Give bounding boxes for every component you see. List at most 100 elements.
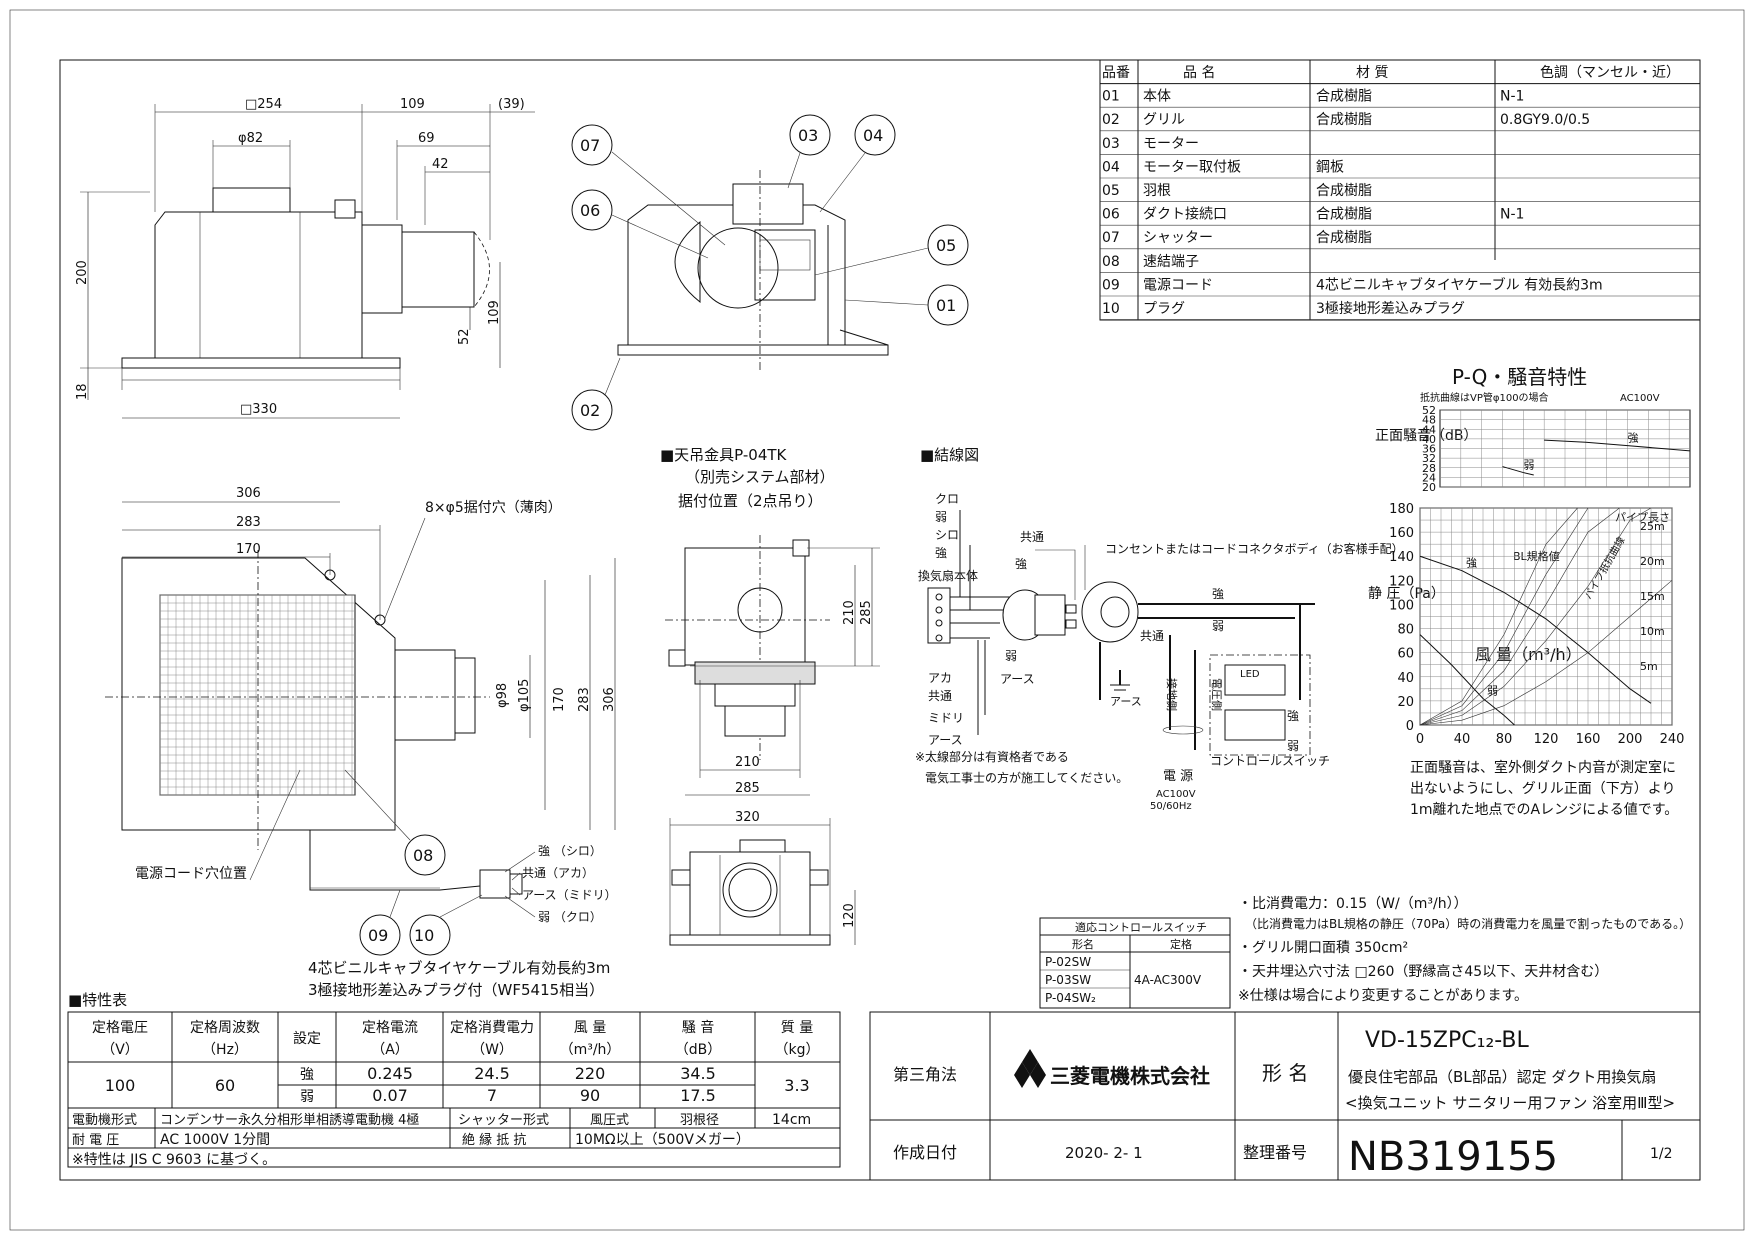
switch-rating: 4A-AC300V [1134, 973, 1202, 987]
pq-pipe-length: 15m [1640, 590, 1665, 603]
dim-109v: 109 [487, 300, 502, 325]
parts-cell: N-1 [1500, 89, 1524, 105]
callout-09-label: 09 [368, 926, 388, 945]
dim-306: 306 [236, 486, 261, 501]
spec-header-unit: （dB） [675, 1042, 722, 1058]
callout-08 [404, 834, 446, 876]
spec-motor-value: コンデンサー永久分相形単相誘導電動機 4極 [160, 1112, 419, 1128]
spec-current: 0.07 [372, 1086, 408, 1105]
spec-frequency: 60 [215, 1076, 235, 1095]
parts-cell: 合成樹脂 [1316, 112, 1372, 128]
wire-earth-3: アース [1110, 695, 1142, 708]
parts-cell: 合成樹脂 [1316, 207, 1372, 223]
parts-cell: 4芯ビニルキャブタイヤケーブル 有効長約3m [1316, 276, 1603, 293]
wiring-note-1: ※太線部分は有資格者である [915, 749, 1069, 764]
bracket-view: ■天吊金具P-04TK （別売システム部材） 据付位置（2点吊り） 210 28… [660, 446, 880, 946]
pq-ytick: 140 [1389, 550, 1414, 565]
outlet-label: コンセントまたはコードコネクタボディ（お客様手配） [1105, 541, 1404, 556]
pq-ytick: 80 [1397, 623, 1414, 638]
spec-table: ■特性表 定格電圧（V）定格周波数（Hz）設定定格電流（A）定格消費電力（W）風… [67, 991, 841, 1168]
pq-ytick: 0 [1406, 719, 1414, 734]
plug-label-kyotsu: 共通（アカ） [522, 866, 594, 880]
date-label: 作成日付 [893, 1143, 957, 1162]
spec-header-unit: （Hz） [202, 1042, 248, 1058]
pq-note-2: 出ないようにし、グリル正面（下方）より [1410, 781, 1675, 797]
noise-series-強 [1544, 439, 1691, 452]
dim-52: 52 [457, 328, 472, 345]
wire-midori: ミドリ [928, 711, 964, 725]
parts-cell: 01 [1102, 89, 1120, 105]
parts-cell: 09 [1102, 277, 1120, 293]
spec-mass: 3.3 [784, 1076, 809, 1095]
wire-kuro: クロ [935, 492, 959, 506]
callout-02: 02 [571, 357, 621, 431]
hole-note: 8×φ5据付穴（薄肉） [425, 500, 562, 516]
noise-ytick: 44 [1422, 423, 1436, 436]
spec-power: 24.5 [474, 1064, 510, 1083]
noise-series-label: 弱 [1523, 459, 1534, 472]
model-label: 形 名 [1262, 1061, 1308, 1085]
note-5: ※仕様は場合により変更することがあります。 [1238, 987, 1528, 1004]
spec-airflow: 90 [580, 1086, 600, 1105]
pq-ylabel: 静 圧（Pa） [1368, 586, 1445, 602]
callout-08-label: 08 [413, 846, 433, 865]
pq-xtick: 40 [1454, 732, 1471, 747]
pq-series-10m [1419, 507, 1652, 726]
noise-ytick: 48 [1422, 414, 1436, 427]
cable-note-2: 3極接地形差込みプラグ付（WF5415相当） [308, 981, 604, 999]
switch-model-3: P-04SW₂ [1045, 991, 1096, 1005]
parts-cell: 合成樹脂 [1316, 183, 1372, 199]
pq-xtick: 80 [1496, 732, 1513, 747]
bracket-dim-285v: 285 [859, 600, 874, 625]
noise-series-弱 [1502, 466, 1534, 476]
wire-shiro: シロ [935, 528, 959, 542]
wire-earth-2: アース [928, 733, 963, 747]
dim-phi82: φ82 [238, 131, 263, 146]
model-number: VD-15ZPC₁₂-BL [1365, 1028, 1530, 1053]
switch-table: 適応コントロールスイッチ 形名 定格 P-02SW P-03SW P-04SW₂… [1039, 917, 1231, 1009]
noise-ytick: 40 [1422, 433, 1436, 446]
power-ac: AC100V [1156, 789, 1196, 800]
pq-note-1: 正面騒音は、室外側ダクト内音が測定室に [1410, 759, 1676, 776]
wiring-note-2: 電気工事士の方が施工してください。 [925, 770, 1128, 785]
parts-cell: 電源コード [1143, 277, 1213, 293]
page-number: 1/2 [1650, 1146, 1673, 1162]
pq-pipe-length: 25m [1640, 520, 1665, 533]
pq-chart: 風 量（m³/h） 静 圧（Pa） パイプ長さ BL規格値 パイプ抵抗曲線 正面… [1368, 502, 1684, 818]
pq-xtick: 200 [1618, 732, 1643, 747]
cord-hole-label: 電源コード穴位置 [135, 866, 247, 882]
spec-insulation-label: 絶 縁 抵 抗 [462, 1132, 526, 1148]
pq-ytick: 120 [1389, 574, 1414, 589]
parts-cell: 速結端子 [1143, 254, 1199, 270]
model-desc-2: <換気ユニット サニタリー用ファン 浴室用Ⅲ型> [1345, 1094, 1675, 1112]
svg-text:04: 04 [863, 126, 883, 145]
svg-text:07: 07 [580, 136, 600, 155]
parts-header-cell: 品番 [1102, 65, 1130, 81]
callout-01: 01 [844, 284, 969, 326]
pq-ytick: 160 [1389, 526, 1414, 541]
pq-series-25m [1419, 507, 1578, 726]
spec-setting: 強 [300, 1067, 314, 1083]
outer-border [9, 9, 1745, 1231]
parts-cell: 04 [1102, 159, 1120, 175]
spec-notes: ・比消費電力：0.15（W/（m³/h）） （比消費電力はBL規格の静圧（70P… [1238, 896, 1691, 1004]
noise-ytick: 36 [1422, 443, 1436, 456]
noise-ylabel: 正面騒音（dB） [1375, 427, 1478, 444]
parts-cell: シャッター [1143, 230, 1213, 246]
wire-kyotsu-3: 共通 [1140, 629, 1164, 643]
noise-chart: P-Q・騒音特性 抵抗曲線はVP管φ100の場合 AC100V 正面騒音（dB）… [1375, 365, 1691, 494]
bracket-dim-210v: 210 [842, 600, 857, 625]
spec-header-cell: 定格消費電力 [450, 1020, 534, 1036]
pq-series-強 [1419, 555, 1652, 704]
svg-text:03: 03 [798, 126, 818, 145]
parts-cell: 0.8GY9.0/0.5 [1500, 112, 1590, 128]
wire-kyo-3: 強 [1212, 587, 1224, 601]
pq-pipe-length: 5m [1640, 660, 1658, 673]
parts-table-border [1099, 59, 1701, 321]
spec-header-unit: （m³/h） [560, 1042, 621, 1058]
spec-header-unit: （kg） [775, 1042, 820, 1058]
spec-power: 7 [487, 1086, 497, 1105]
parts-cell: 合成樹脂 [1316, 89, 1372, 105]
spec-header-unit: （V） [101, 1042, 139, 1058]
plan-view: 306 283 170 8×φ5据付穴（薄肉） φ98 φ105 170 283… [105, 486, 617, 999]
